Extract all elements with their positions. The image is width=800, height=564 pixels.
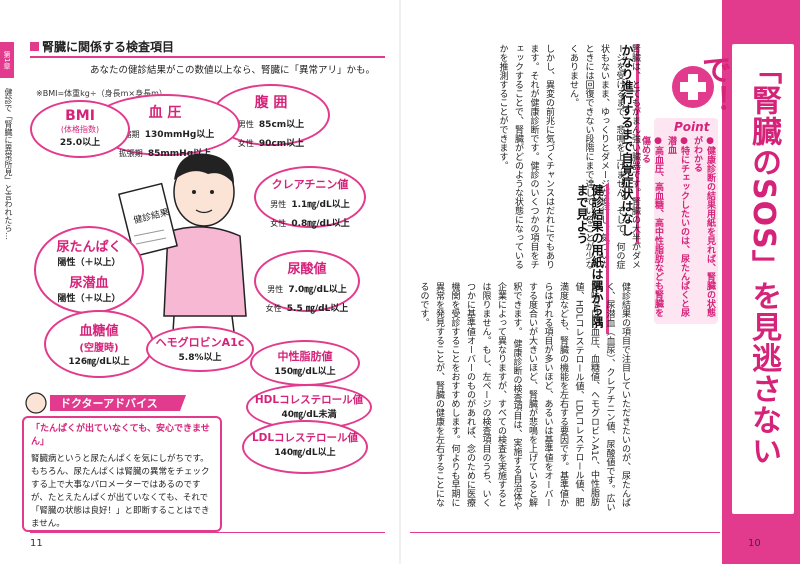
sugar-sub: (空腹時) <box>79 343 119 354</box>
uric-male-value: 7.0㎎/dL以上 <box>288 285 347 295</box>
page-title: 「腎臓のSOS」を見逃さないで！ <box>696 54 781 467</box>
bmi-title: BMI <box>65 108 95 124</box>
point-label: Point <box>674 120 710 134</box>
gutter <box>399 0 401 564</box>
footer-rule-right <box>410 532 720 533</box>
uric-acid-bubble: 尿酸値 男性 7.0㎎/dL以上 女性 5.5 ㎎/dL以上 <box>254 250 360 314</box>
footer-rule-left <box>30 532 385 533</box>
heading-no-symptoms: かなり進行するまで自覚症状はなし <box>600 44 639 244</box>
a1c-value: 5.8%以上 <box>178 353 222 363</box>
creatinine-male-value: 1.1㎎/dL以上 <box>291 200 350 210</box>
protein-title: 尿たんぱく <box>56 240 122 255</box>
bp-systolic-value: 130mmHg以上 <box>144 130 215 140</box>
a1c-title: ヘモグロビンA1c <box>155 336 245 349</box>
waist-male-value: 85cm以上 <box>258 120 305 130</box>
creatinine-female-label: 女性 <box>270 219 287 228</box>
waist-female-value: 90cm以上 <box>258 139 305 149</box>
point-item: ●健康診断の結果用紙を見れば、腎臓の状態がわかる <box>692 136 715 317</box>
ldl-bubble: LDLコレステロール値 140㎎/dL以上 <box>242 420 368 474</box>
waist-bubble: 腹 囲 男性 85cm以上 女性 90cm以上 <box>212 84 330 149</box>
urine-protein-bubble: 尿たんぱく 陽性（＋以上） 尿潜血 陽性（＋以上） <box>34 226 144 314</box>
bmi-sub: (体格指数) <box>60 125 100 134</box>
bmi-bubble: BMI (体格指数) 25.0以上 <box>30 100 130 158</box>
intro-text: あなたの健診結果がこの数値以上なら、腎臓に「異常アリ」かも。 <box>90 65 376 76</box>
bmi-formula: ※BMI=体重kg÷（身長m×身長m） <box>36 89 167 98</box>
waist-female-label: 女性 <box>237 139 254 148</box>
advice-quote: 「たんぱくが出ていなくても、安心できません」 <box>31 424 210 447</box>
uric-title: 尿酸値 <box>287 262 327 277</box>
doctor-face-icon <box>25 392 47 414</box>
body-text-3: 健診結果の項目で注目していただきたいのが、尿たんぱく、尿潜血（血尿）、クレアチニ… <box>419 282 632 512</box>
creatinine-bubble: クレアチニン値 男性 1.1㎎/dL以上 女性 0.8㎎/dL以上 <box>254 166 366 229</box>
advice-tag: ドクターアドバイス <box>25 392 186 414</box>
point-list: ●健康診断の結果用紙を見れば、腎臓の状態がわかる ●特にチェックしたいのは、尿た… <box>640 136 716 322</box>
creatinine-male-label: 男性 <box>270 200 287 209</box>
a1c-bubble: ヘモグロビンA1c 5.8%以上 <box>146 326 254 372</box>
bp-diastolic-label: 拡張期 <box>118 149 143 158</box>
ldl-value: 140㎎/dL以上 <box>274 448 336 458</box>
running-head: 健診で「腎臓に異常所見」と言われたら… <box>4 88 13 240</box>
chapter-tab: 第1章 <box>0 42 14 78</box>
hdl-value: 40㎎/dL未満 <box>281 410 337 420</box>
sugar-value: 126㎎/dL以上 <box>68 357 130 367</box>
title-frame <box>730 42 796 516</box>
medical-cross-icon <box>672 66 714 108</box>
advice-label: ドクターアドバイス <box>60 397 158 410</box>
point-item: ●高血圧、高血糖、高中性脂肪なども腎臓を傷める <box>640 136 663 317</box>
ldl-title: LDLコレステロール値 <box>251 432 359 444</box>
page-number-right: 10 <box>748 538 761 549</box>
blood-sugar-bubble: 血糖値 (空腹時) 126㎎/dL以上 <box>44 310 154 378</box>
occult-blood-value: 陽性（＋以上） <box>57 294 121 304</box>
uric-male-label: 男性 <box>267 285 284 294</box>
page-number-left: 11 <box>30 538 43 549</box>
hdl-title: HDLコレステロール値 <box>254 394 364 406</box>
body-paragraph-4: 健康診断の検査項目は、実施する自治体や企業によって異なりますが、すべての検査を実… <box>418 282 522 510</box>
body-paragraph-3: 健診結果の項目で注目していただきたいのが、尿たんぱく、尿潜血（血尿）、クレアチニ… <box>511 282 631 512</box>
sugar-title: 血糖値 <box>79 324 119 339</box>
creatinine-female-value: 0.8㎎/dL以上 <box>291 219 350 229</box>
point-item: ●特にチェックしたいのは、尿たんぱくと尿潜血 <box>666 136 689 317</box>
bp-diastolic-value: 85mmHg以上 <box>147 149 212 159</box>
heading-check-results: 健診結果の用紙は隅から隅まで見よう <box>570 184 609 334</box>
advice-text: 腎臓病というと尿たんぱくを気にしがちです。もちろん、尿たんぱくは腎臓の異常をチェ… <box>31 454 210 529</box>
advice-box: 「たんぱくが出ていなくても、安心できません」 腎臓病というと尿たんぱくを気にしが… <box>22 416 222 532</box>
tg-title: 中性脂肪値 <box>277 350 333 363</box>
protein-value: 陽性（＋以上） <box>57 258 121 268</box>
uric-female-label: 女性 <box>265 304 282 313</box>
body-text-1: 腎臓は、とてもがまん強い臓器です。腎臓の大半がダメージを受けるまで、悲鳴を上げま… <box>568 44 640 269</box>
section-title: 腎臓に関係する検査項目 <box>30 38 174 55</box>
creatinine-title: クレアチニン値 <box>271 178 349 191</box>
square-bullet-icon <box>30 42 39 51</box>
point-box <box>654 118 718 324</box>
uric-female-value: 5.5 ㎎/dL以上 <box>286 304 349 314</box>
waist-male-label: 男性 <box>237 120 254 129</box>
waist-title: 腹 囲 <box>254 95 288 111</box>
tg-value: 150㎎/dL以上 <box>274 367 336 377</box>
bmi-value: 25.0以上 <box>59 138 101 148</box>
body-text-2: しかし、異変の前兆に気づくチャンスはだれにでもあります。それが健康診断です。健診… <box>497 44 555 269</box>
doctor-illustration: 健診結果 <box>118 153 247 349</box>
occult-blood-title: 尿潜血 <box>69 276 109 291</box>
section-rule <box>30 56 385 58</box>
triglyceride-bubble: 中性脂肪値 150㎎/dL以上 <box>250 340 360 386</box>
bp-title: 血 圧 <box>148 105 182 121</box>
